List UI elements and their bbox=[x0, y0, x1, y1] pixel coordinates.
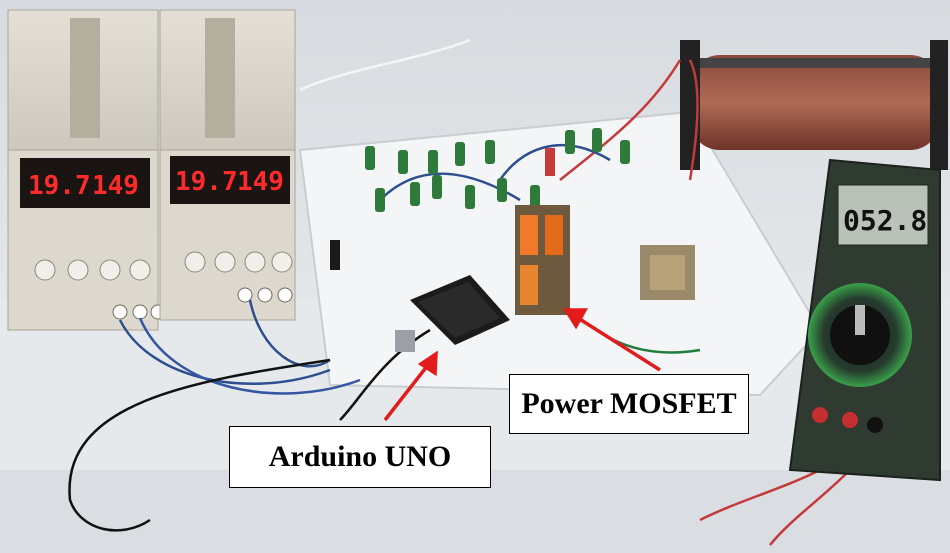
arrow-to-mosfet bbox=[562, 308, 661, 372]
label-arduino-uno: Arduino UNO bbox=[229, 426, 491, 488]
multimeter-reading: 052.8 bbox=[843, 204, 927, 237]
mosfet-module bbox=[515, 205, 570, 315]
digital-multimeter: 052.8 bbox=[788, 158, 941, 482]
psu-right-voltage: 19.7 bbox=[175, 167, 238, 197]
label-power-mosfet: Power MOSFET bbox=[509, 374, 749, 434]
inductors bbox=[365, 128, 630, 212]
psu-right-current: 149 bbox=[237, 167, 284, 197]
arduino-board bbox=[395, 275, 510, 352]
psu-left-current: 149 bbox=[92, 171, 139, 201]
dc-power-supply-left: 19.7 149 bbox=[7, 9, 166, 331]
dc-power-supply-right: 19.7 149 bbox=[159, 9, 296, 321]
transformer bbox=[640, 245, 695, 300]
psu-left-voltage: 19.7 bbox=[28, 171, 91, 201]
arrow-to-arduino bbox=[383, 350, 438, 422]
bench-edge bbox=[0, 470, 950, 553]
